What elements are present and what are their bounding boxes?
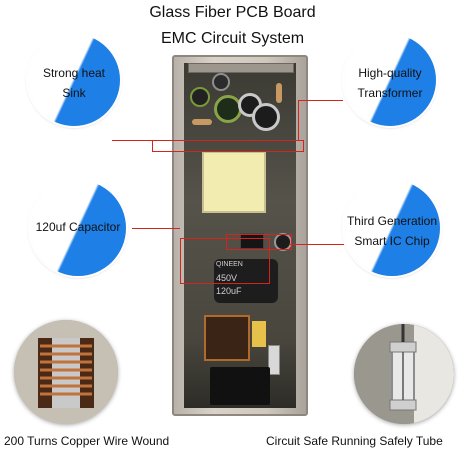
connector-line xyxy=(112,140,154,141)
ic-chip-label-2: Smart IC Chip xyxy=(354,234,430,248)
fuse-tube-illustration xyxy=(354,324,454,424)
capacitor-print-capacity: 120uF xyxy=(216,286,242,296)
copper-coil-photo xyxy=(14,320,118,424)
heat-sink-label-1: Strong heat xyxy=(42,66,106,80)
transformer-label-2: Transformer xyxy=(357,86,423,100)
ic-chip xyxy=(240,233,264,249)
capacitor-print-voltage: 450V xyxy=(216,273,238,283)
connector-line xyxy=(290,244,344,245)
pcb-board: QINEEN 450V 120uF xyxy=(184,63,296,408)
resistor xyxy=(276,83,282,103)
ic-highlight xyxy=(226,234,292,250)
connector-line xyxy=(298,100,299,140)
power-supply-board: QINEEN 450V 120uF xyxy=(172,55,308,416)
small-capacitor xyxy=(190,87,210,107)
heat-sink-callout: Strong heat Sink xyxy=(28,34,120,126)
main-capacitor: QINEEN 450V 120uF xyxy=(214,259,278,303)
safety-capacitor xyxy=(252,321,266,347)
heat-sink-highlight xyxy=(152,140,304,152)
fuse xyxy=(268,345,280,375)
ic-chip-callout: Third Generation Smart IC Chip xyxy=(344,180,440,276)
transformer xyxy=(202,151,266,213)
title-line-1: Glass Fiber PCB Board xyxy=(149,4,316,21)
small-capacitor xyxy=(252,103,280,131)
ic-chip-label-1: Third Generation xyxy=(346,214,438,228)
capacitor-callout: 120uf Capacitor xyxy=(30,180,126,276)
capacitor-print-brand: QINEEN xyxy=(216,261,243,268)
copper-coil-illustration xyxy=(14,320,118,424)
small-capacitor xyxy=(212,73,230,91)
tube-caption: Circuit Safe Running Safely Tube xyxy=(266,434,443,448)
resistor xyxy=(192,119,212,125)
copper-caption: 200 Turns Copper Wire Wound xyxy=(4,434,170,448)
transformer-callout: High-quality Transformer xyxy=(344,34,436,126)
connector-line xyxy=(132,228,180,229)
transformer-label-1: High-quality xyxy=(358,66,422,80)
connector-line xyxy=(298,100,343,101)
capacitor-label: 120uf Capacitor xyxy=(35,220,121,234)
copper-coil xyxy=(204,315,250,361)
terminal-block xyxy=(210,367,270,405)
capacitor-highlight xyxy=(180,238,270,284)
heat-sink xyxy=(188,63,294,73)
safety-tube-photo xyxy=(354,324,454,424)
title-line-2: EMC Circuit System xyxy=(160,30,305,47)
heat-sink-label-2: Sink xyxy=(62,86,86,100)
